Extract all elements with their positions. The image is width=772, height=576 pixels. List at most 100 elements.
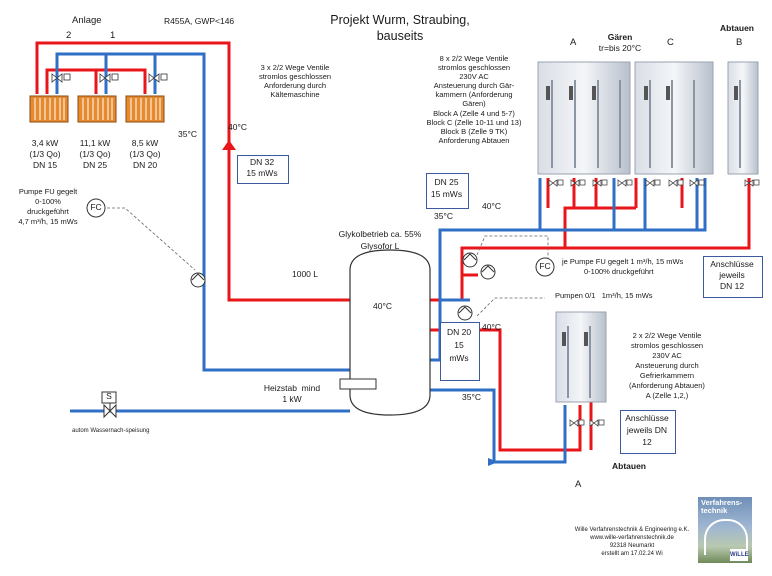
block-a-low: A [575,479,582,490]
pump-mid-line-2: 0-100% druckgeführt [584,267,654,276]
valves-cabinets [548,179,760,427]
connections-low-box [620,410,676,454]
chambers-note-1: 8 x 2/2 Wege Ventile [439,54,509,63]
company-line-4: erstellt am 17.02.24 Wi [601,551,663,557]
abtauen-header: Abtauen [720,23,754,33]
dn20-size: DN 20 [446,327,472,337]
block-c-header: C [667,37,674,48]
tank-volume: 1000 L [292,269,318,279]
pump-low-icon [457,305,473,321]
unit-1-power: 3,4 kW [31,138,59,148]
connections-low-3: 12 [642,437,652,447]
connections-right-box [703,256,763,298]
valves-note-2: stromlos geschlossen [258,72,332,81]
heat-exchangers [29,95,165,123]
solenoid-label: S [106,391,112,401]
connections-right-1: Anschlüsse [710,259,754,269]
chambers-note-10: Anforderung Abtauen [438,136,510,145]
tank-label-2: Glysofor L [360,241,400,251]
block-b-header: B [736,37,743,48]
heater-label-1: Heizstab mind [263,383,321,393]
cabinet-b [727,61,759,175]
chambers-note-3: 230V AC [459,72,489,81]
connections-low-2: jeweils DN [626,425,668,435]
pump-left-line-3: druckgeführt [27,207,69,216]
freezer-note-3: 230V AC [652,351,682,360]
abtauen-low-label: Abtauen [612,461,646,471]
valve-icon [51,73,63,83]
freezer-note-1: 2 x 2/2 Wege Ventile [632,331,702,340]
dn32-head: 15 mWs [246,168,278,178]
temp-40-mid: 40°C [482,201,501,211]
dn20-head: 15 [454,340,464,350]
chambers-note-8: Block C (Zelle 10-11 und 13) [426,118,522,127]
unit-1-dn: DN 15 [32,160,58,170]
unit-2-power: 11,1 kW [79,138,111,148]
temp-35-left: 35°C [178,129,197,139]
gaeren-header: Gären [607,32,633,42]
storage-tank [339,249,431,416]
valve-icon [99,73,111,83]
logo-arch [704,519,748,555]
fc-mid-icon [535,257,555,277]
unit-3-power: 8,5 kW [131,138,159,148]
connections-low-1: Anschlüsse [625,413,669,423]
pump-low-label: Pumpen 0/1 1m³/h, 15 mWs [555,291,653,300]
exchanger-2 [77,95,117,123]
temp-35-mid: 35°C [434,211,453,221]
company-line-1: Wille Verfahrenstechnik & Engineering e.… [574,527,690,533]
solenoid-note: autom Wassernach-speisung [72,428,150,434]
page-subtitle: bauseits [376,29,424,43]
pump-left-line-2: 0-100% [35,197,61,206]
company-line-2: www.wille-verfahrenstechnik.de [590,535,674,541]
connections-right-2: jeweils [719,270,745,280]
temp-35-low: 35°C [462,392,481,402]
refrigerant-label: R455A, GWP<146 [164,16,235,26]
dn32-box [237,155,289,184]
circuit-1-label: 1 [110,30,116,41]
pump-mid-line-1: je Pumpe FU gegelt 1 m³/h, 15 mWs [562,257,684,266]
exchanger-1 [29,95,69,123]
valve-icon [148,73,160,83]
connections-right-3: DN 12 [719,281,745,291]
dn32-size: DN 32 [249,157,275,167]
chambers-note-6: Gären) [462,99,486,108]
pump-mid-2-icon [480,264,496,280]
pump-left-line-4: 4,7 m³/h, 15 mWs [18,217,78,226]
pump-left-line-1: Pumpe FU gegelt [18,187,78,196]
freezer-note-4: Ansteuerung durch [635,361,699,370]
control-lines [97,207,549,317]
chambers-note-9: Block B (Zelle 9 TK) [440,127,508,136]
arrow-icon [488,458,498,466]
pump-left-icon [190,272,206,288]
cabinets [537,61,759,403]
solenoid-valve-icon [101,391,117,419]
arrow-icon [222,140,236,150]
tank-temp: 40°C [373,301,392,311]
tank-label-1: Glykolbetrieb ca. 55% [338,229,422,239]
unit-2-share: (1/3 Qo) [79,149,111,159]
heater-label-2: 1 kW [282,394,302,404]
valves-note-4: Kältemaschine [270,90,320,99]
dn25-box [426,173,469,209]
fc-mid-label: FC [539,261,551,271]
valves-note-3: Anforderung durch [263,81,327,90]
gaeren-temp: tr=bis 20°C [598,43,642,53]
logo-mark: WiLLE [730,549,749,561]
dn20-unit: mWs [449,353,469,363]
fc-left-label: FC [90,202,102,212]
freezer-note-2: stromlos geschlossen [630,341,704,350]
pump-mid-icon [462,252,478,268]
freezer-note-6: (Anforderung Abtauen) [629,381,705,390]
dn25-head: 15 mWs [430,189,463,199]
valves-note-1: 3 x 2/2 Wege Ventile [260,63,330,72]
plant-label: Anlage [72,15,102,26]
dn20-box [440,322,480,381]
valves-top [51,73,168,83]
cabinet-c [634,61,714,175]
unit-1-share: (1/3 Qo) [29,149,61,159]
freezer-note-7: A (Zelle 1,2,) [645,391,689,400]
chambers-note-5: kammern (Anforderung [435,90,513,99]
dn25-size: DN 25 [434,177,459,187]
